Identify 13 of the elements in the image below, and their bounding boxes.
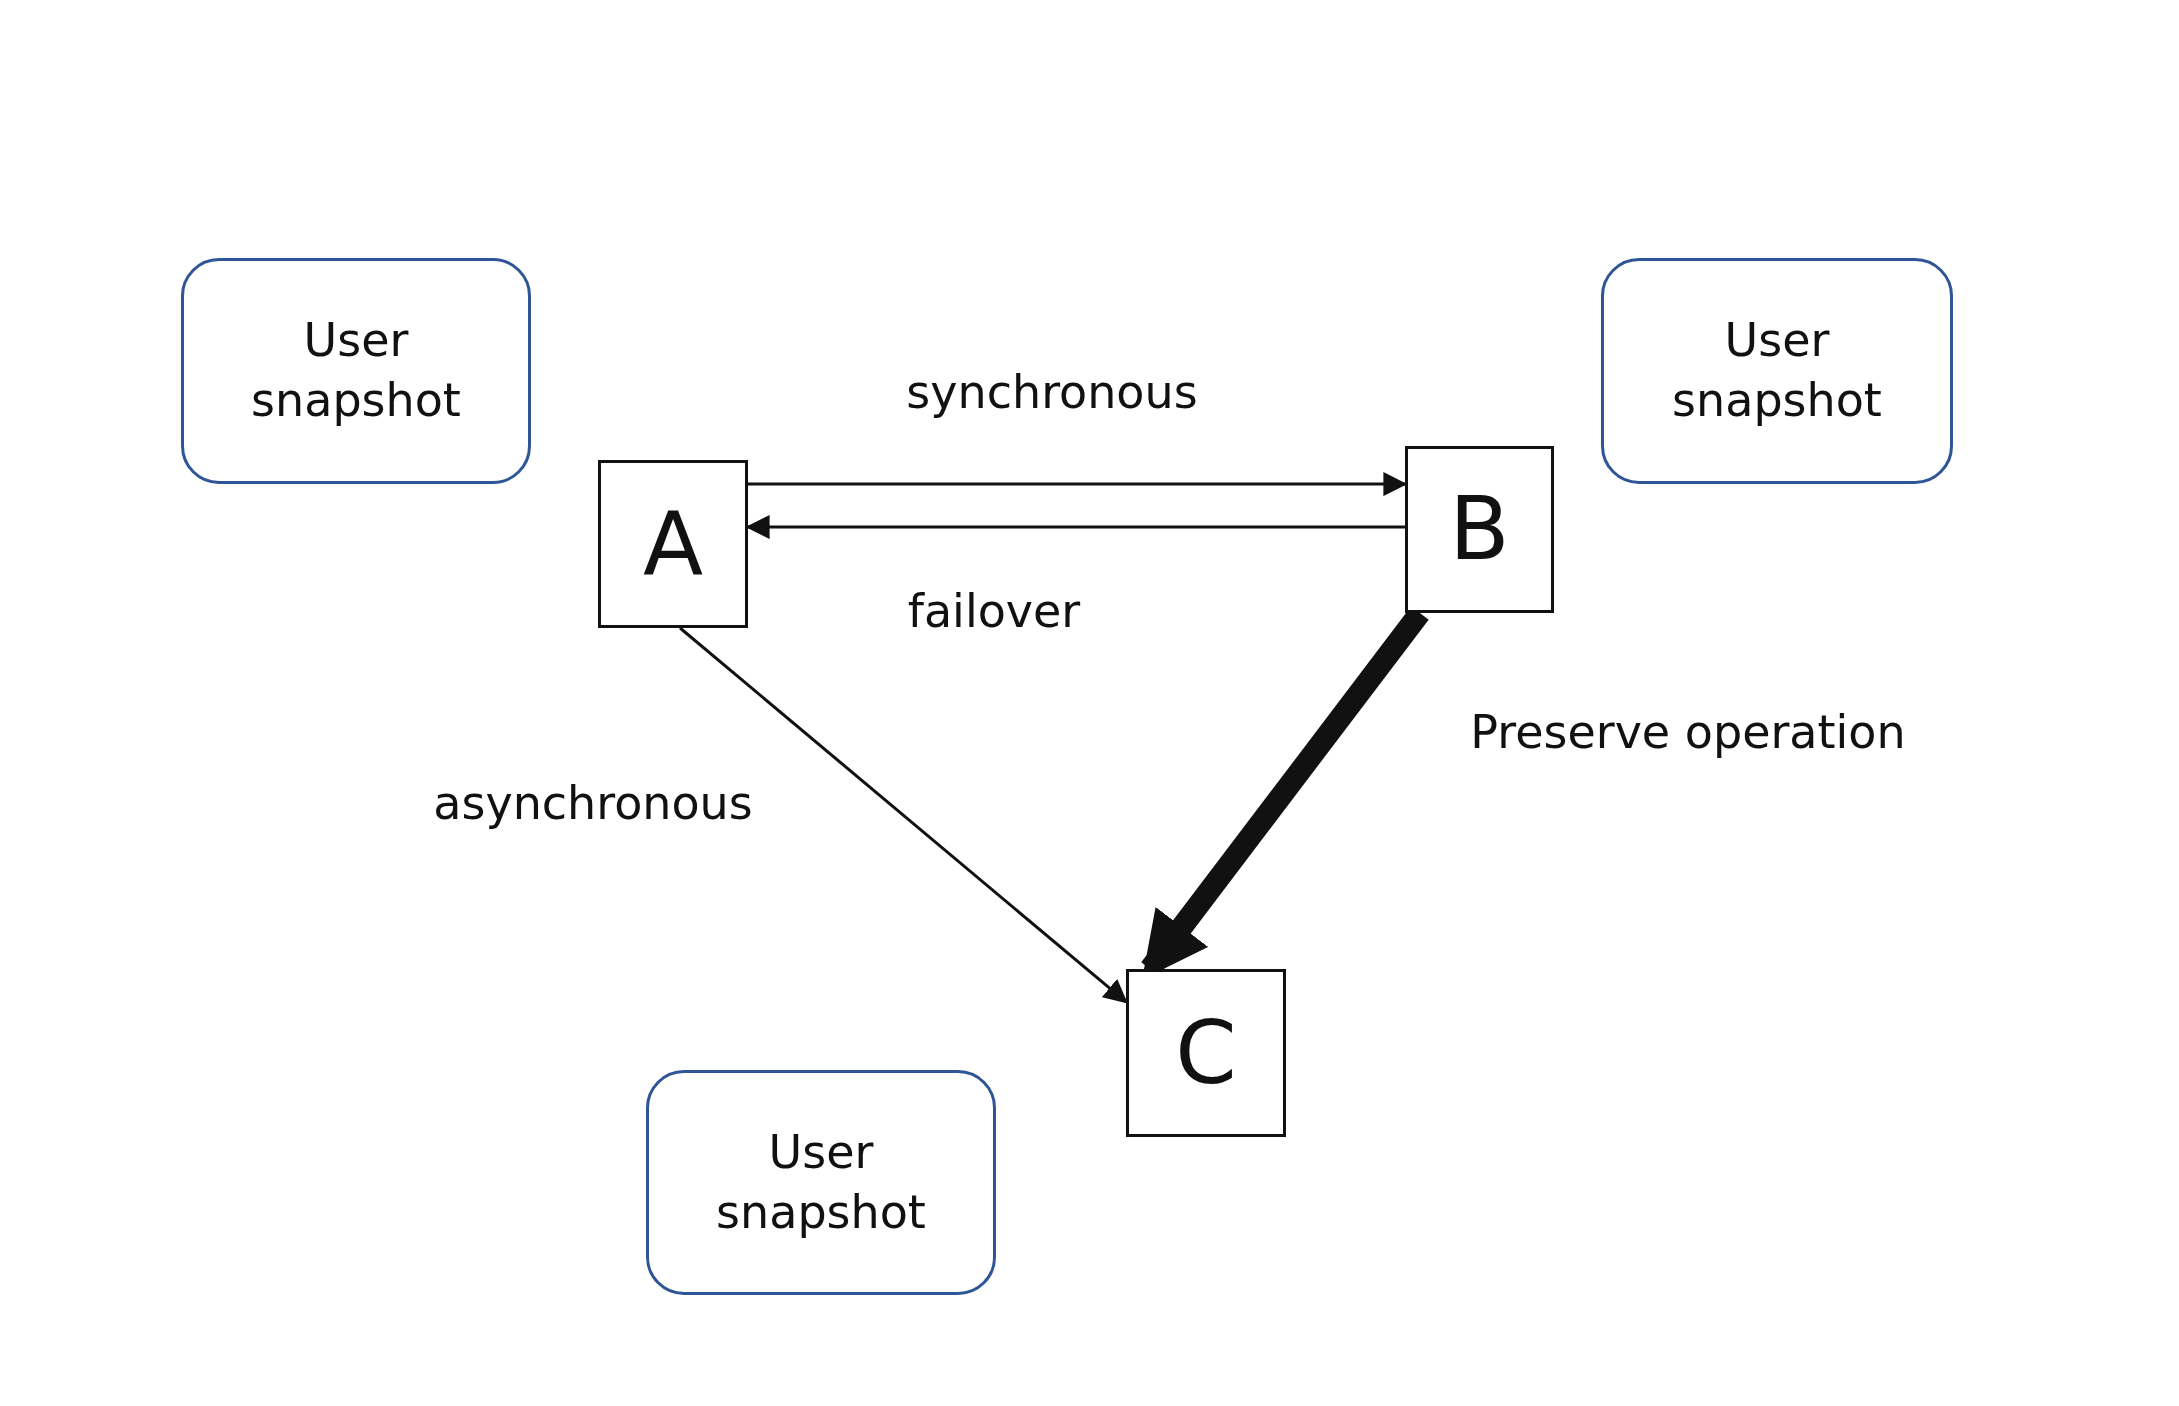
snapshot-box (1601, 258, 1953, 484)
node-label: A (642, 490, 704, 597)
node-box (598, 460, 748, 628)
node-box (1405, 446, 1554, 613)
node-label: User snapshot (1671, 312, 1883, 429)
node-label: User snapshot (250, 312, 462, 429)
node-label: User snapshot (715, 1123, 927, 1241)
arrow (679, 626, 1128, 1004)
node-box (1126, 969, 1286, 1137)
node-label: B (1449, 476, 1510, 583)
snapshot-box (181, 258, 531, 484)
snapshot-box (646, 1070, 996, 1295)
node-label: C (1175, 999, 1237, 1106)
